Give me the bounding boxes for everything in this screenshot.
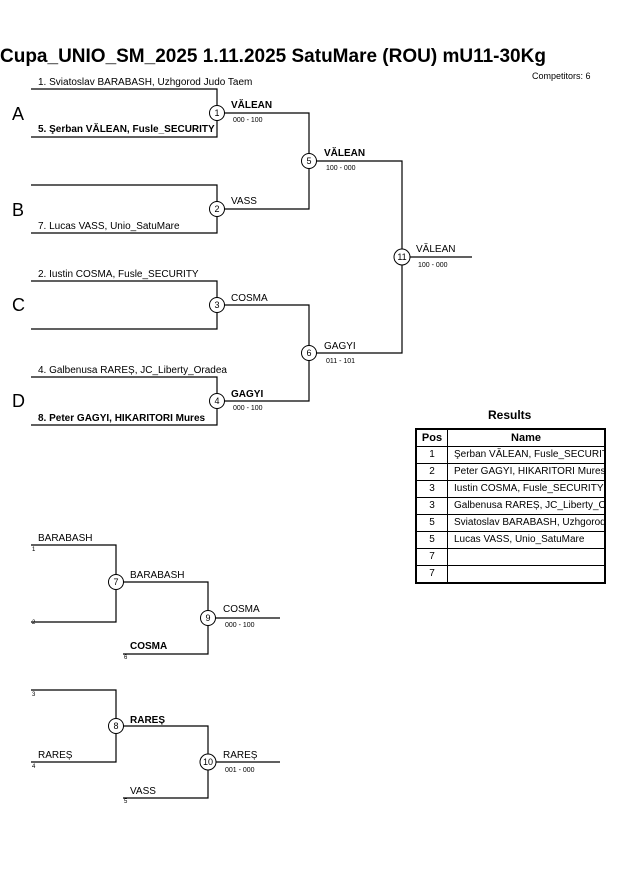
match-circle-1 [209,105,225,121]
results-header-name: Name [447,428,606,447]
score-match-6: 011 - 101 [326,358,355,365]
match-number-10: 10 [203,757,213,767]
results-name: Şerban VĂLEAN, Fusle_SECURITY [447,446,606,464]
seed-index-7b: 2 [32,620,36,626]
match-number-5: 5 [306,156,311,166]
winner-match-2: VASS [231,196,257,207]
winner-match-1: VĂLEAN [231,98,272,111]
winner-match-10: RAREȘ [223,750,258,761]
score-match-10: 001 - 000 [225,767,255,774]
match-circle-7 [108,574,124,590]
results-title: Results [488,408,532,422]
repechage-line-2 [31,689,280,799]
score-match-9: 000 - 100 [225,622,255,629]
entry-a1: 1. Sviatoslav BARABASH, Uzhgorod Judo Ta… [38,77,252,88]
score-match-5: 100 - 000 [326,165,356,172]
results-pos: 7 [415,548,448,566]
match-circle-10 [199,753,217,771]
winner-match-6: GAGYI [324,341,356,352]
results-name: Peter GAGYI, HIKARITORI Mures [447,463,606,481]
match-circle-2 [209,201,225,217]
competitors-count: Competitors: 6 [532,71,591,81]
match-number-7: 7 [113,577,118,587]
match-number-9: 9 [205,613,210,623]
match-number-6: 6 [306,348,311,358]
results-pos: 3 [415,497,448,515]
winner-match-9: COSMA [223,604,260,615]
repechage-bottom-10: VASS [130,786,156,797]
match-number-11: 11 [397,252,406,262]
match-number-1: 1 [214,108,219,118]
page-title: Cupa_UNIO_SM_2025 1.11.2025 SatuMare (RO… [0,46,546,67]
match-circle-11 [393,248,411,266]
entry-a2: 5. Şerban VĂLEAN, Fusle_SECURITY [38,122,215,135]
score-match-4: 000 - 100 [233,405,263,412]
repechage-line-1 [31,544,280,655]
match-circle-4 [209,393,225,409]
pool-label-d: D [12,391,25,411]
winner-match-7: BARABASH [130,570,184,581]
seed-index-8a: 3 [32,692,36,698]
winner-match-8: RAREȘ [130,715,165,726]
results-row: 7 [415,548,606,566]
match-circle-9 [200,610,216,626]
match-circle-5 [301,153,317,169]
results-header-pos: Pos [415,428,448,447]
seed-index-7a: 1 [32,547,36,553]
match-circle-3 [209,297,225,313]
score-match-11: 100 - 000 [418,262,448,269]
results-row: 7 [415,565,606,584]
results-name: Galbenusa RAREȘ, JC_Liberty_Oradea [447,497,606,515]
results-name: Lucas VASS, Unio_SatuMare [447,531,606,549]
match-number-3: 3 [214,300,219,310]
results-pos: 3 [415,480,448,498]
repechage-top-7: BARABASH [38,533,92,544]
match-number-2: 2 [214,204,219,214]
results-name: Iustin COSMA, Fusle_SECURITY [447,480,606,498]
seed-index-8b: 4 [32,764,36,770]
winner-match-11: VĂLEAN [416,242,455,255]
seed-index-10b: 5 [124,799,128,805]
entry-d2: 8. Peter GAGYI, HIKARITORI Mures [38,413,206,424]
results-pos: 5 [415,514,448,532]
match-number-4: 4 [214,396,219,406]
pool-label-a: A [12,104,24,124]
results-pos: 1 [415,446,448,464]
results-name [447,548,606,566]
score-match-1: 000 - 100 [233,117,263,124]
results-name [447,565,606,584]
match-circle-6 [301,345,317,361]
seed-index-9b: 6 [124,655,128,661]
pool-label-c: C [12,295,25,315]
results-pos: 7 [415,565,448,584]
results-pos: 5 [415,531,448,549]
entry-d1: 4. Galbenusa RAREȘ, JC_Liberty_Oradea [38,365,227,376]
entry-c1: 2. Iustin COSMA, Fusle_SECURITY [38,269,199,280]
results-name: Sviatoslav BARABASH, Uzhgorod Judo Taem [447,514,606,532]
repechage-bottom-9: COSMA [130,641,167,652]
pool-label-b: B [12,200,24,220]
winner-match-3: COSMA [231,293,268,304]
match-circle-8 [108,718,124,734]
repechage-bottom-8: RAREȘ [38,750,73,761]
winner-match-4: GAGYI [231,389,263,400]
entry-b2: 7. Lucas VASS, Unio_SatuMare [38,221,180,232]
results-pos: 2 [415,463,448,481]
winner-match-5: VĂLEAN [324,146,365,159]
match-number-8: 8 [113,721,118,731]
results-header-row: Pos Name [415,428,606,447]
